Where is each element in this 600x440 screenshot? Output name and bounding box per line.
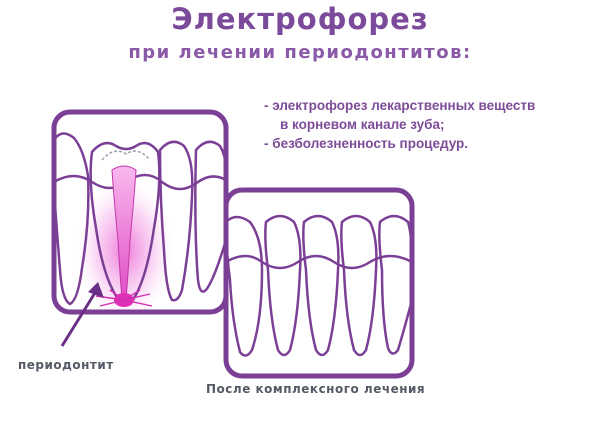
pointer-arrow [60,287,100,347]
page-title: Электрофорез [171,2,429,36]
arrow-head-icon [88,282,104,298]
tooth-outline [378,214,412,355]
after-treatment-label: После комплексного лечения [206,382,426,396]
after-treatment-frame [223,187,415,379]
tooth-outline [302,214,340,357]
benefit-item: - безболезненность процедур. [264,136,469,151]
tooth-outline [226,215,264,357]
tooth-outline [158,140,194,302]
gum-line [226,254,412,270]
periodontitis-label: периодонтит [18,358,114,372]
benefit-item: - электрофорез лекарственных веществ [264,98,536,113]
tooth-outline [264,214,302,357]
page-subtitle: при лечении периодонтитов: [128,42,472,63]
after-treatment-panel [226,190,412,376]
benefits-list: - электрофорез лекарственных веществ в к… [264,96,535,153]
tooth-outline [340,214,378,357]
filling-outline [101,150,151,161]
tooth-outline [194,140,226,293]
benefit-item: в корневом канале зуба; [280,117,445,132]
periodontitis-panel [54,112,226,312]
root-canal [111,165,137,301]
center-tooth-outline [89,141,161,306]
tooth-outline [54,132,90,306]
